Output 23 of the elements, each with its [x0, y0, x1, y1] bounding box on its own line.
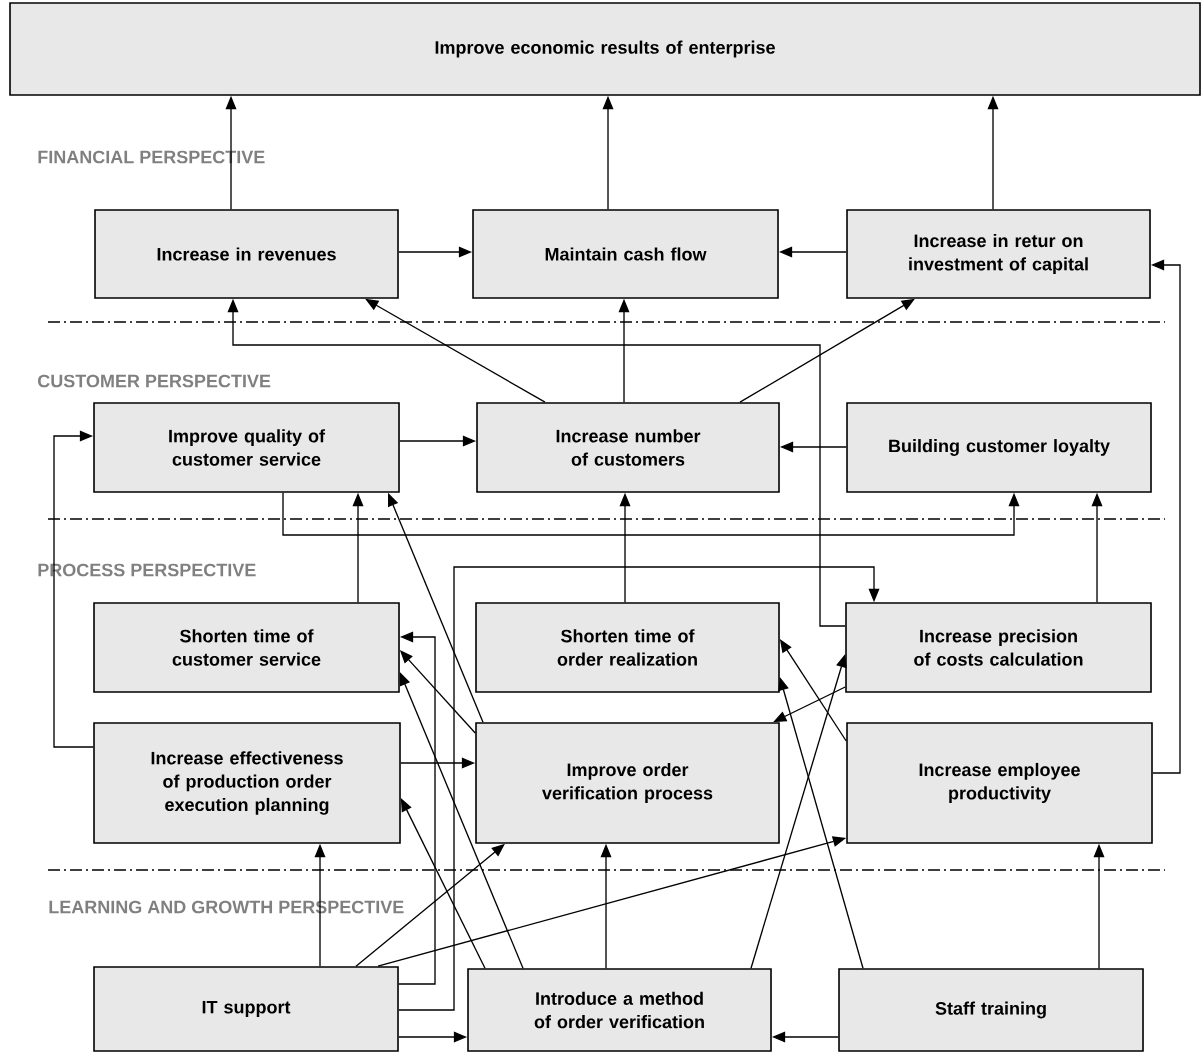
- objective-box: Increase precision of costs calculation: [845, 602, 1152, 693]
- objective-box: Increase employee productivity: [846, 722, 1153, 844]
- objective-box: Introduce a method of order verification: [467, 968, 772, 1052]
- arrow: [282, 492, 1020, 536]
- objective-box: Improve quality of customer service: [93, 402, 400, 493]
- objective-box: Increase in revenues: [94, 209, 399, 299]
- goal-box: Improve economic results of enterprise: [9, 2, 1201, 96]
- arrow: [398, 631, 436, 985]
- arrow: [400, 798, 486, 969]
- objective-box: Building customer loyalty: [846, 402, 1152, 493]
- objective-box: Increase in retur on investment of capital: [846, 209, 1151, 299]
- objective-box: Shorten time of customer service: [93, 602, 400, 693]
- arrow: [398, 566, 880, 1011]
- objective-box: Maintain cash flow: [472, 209, 779, 299]
- arrow: [773, 686, 846, 723]
- objective-box: Increase number of customers: [476, 402, 780, 493]
- objective-box: Shorten time of order realization: [475, 602, 780, 693]
- objective-box: Staff training: [838, 968, 1144, 1052]
- arrow: [53, 430, 94, 748]
- section-heading: CUSTOMER PERSPECTIVE: [38, 374, 271, 388]
- objective-box: Improve order verification process: [475, 722, 780, 844]
- objective-box: IT support: [93, 966, 399, 1052]
- objective-box: Increase effectiveness of production order execution planning: [93, 722, 401, 844]
